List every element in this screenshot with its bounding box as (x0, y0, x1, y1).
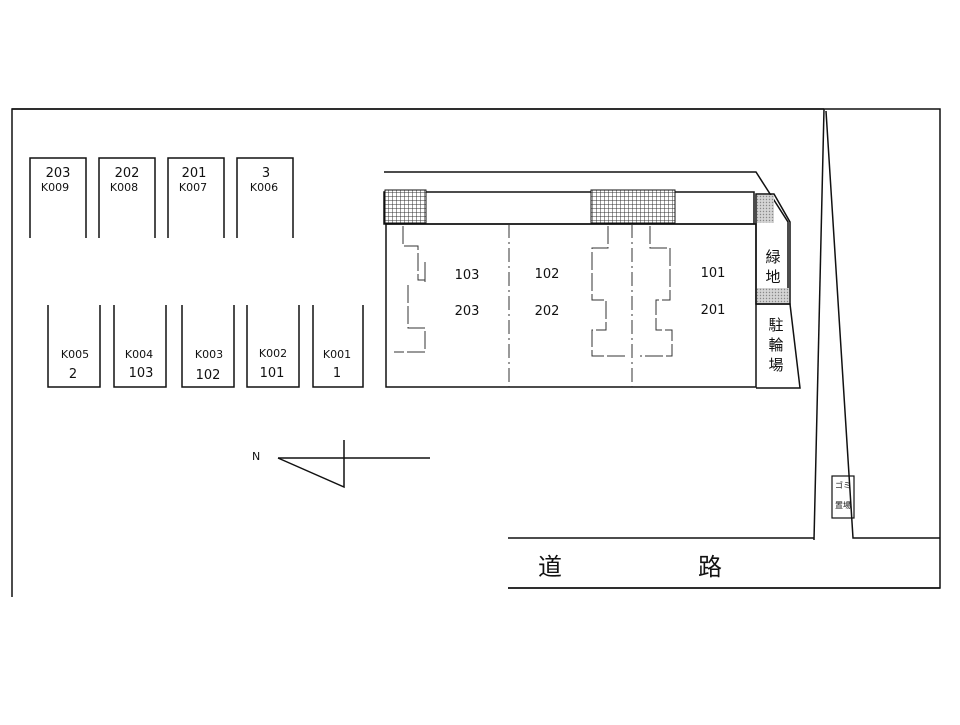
parking-unit: 201 (182, 166, 207, 181)
stairs-left (384, 189, 427, 224)
parking-unit: 102 (196, 368, 221, 383)
parking-row-top (29, 157, 294, 238)
bike-parking-label: 場 (768, 356, 783, 374)
garbage-label: 置場 (835, 500, 851, 510)
parking-code: K004 (125, 348, 153, 361)
garbage-area (831, 475, 855, 519)
stairs-middle (590, 189, 676, 224)
parking-code: K002 (259, 347, 287, 360)
room-number: 203 (455, 304, 480, 319)
bike-parking (756, 303, 801, 389)
parking-unit: 101 (260, 366, 285, 381)
parking-code: K008 (110, 181, 138, 194)
room-number: 202 (535, 304, 560, 319)
parking-row-bottom (47, 305, 364, 388)
bike-parking-label: 輪 (768, 336, 783, 354)
parking-unit: 1 (333, 366, 341, 381)
room-number: 201 (701, 303, 726, 318)
parking-unit: 3 (262, 166, 270, 181)
green-area (755, 193, 791, 305)
garbage-label: ゴミ (835, 480, 851, 490)
bike-parking-label: 駐 (768, 316, 783, 334)
north-arrow-icon (277, 440, 430, 489)
parking-code: K003 (195, 348, 223, 361)
building (383, 171, 789, 388)
road-label: 路 (698, 553, 722, 581)
room-number: 102 (535, 267, 560, 282)
parking-unit: 202 (115, 166, 140, 181)
parking-code: K009 (41, 181, 69, 194)
green-area-label: 緑 (765, 248, 780, 266)
room-number: 103 (455, 268, 480, 283)
side-path (508, 110, 940, 539)
room-number: 101 (701, 266, 726, 281)
parking-unit: 103 (129, 366, 154, 381)
north-label: N (252, 450, 260, 463)
parking-code: K007 (179, 181, 207, 194)
parking-unit: 203 (46, 166, 71, 181)
parking-code: K006 (250, 181, 278, 194)
road-label: 道 (538, 553, 562, 581)
parking-unit: 2 (69, 367, 77, 382)
parking-code: K001 (323, 348, 351, 361)
green-area-label: 地 (765, 268, 780, 286)
parking-code: K005 (61, 348, 89, 361)
